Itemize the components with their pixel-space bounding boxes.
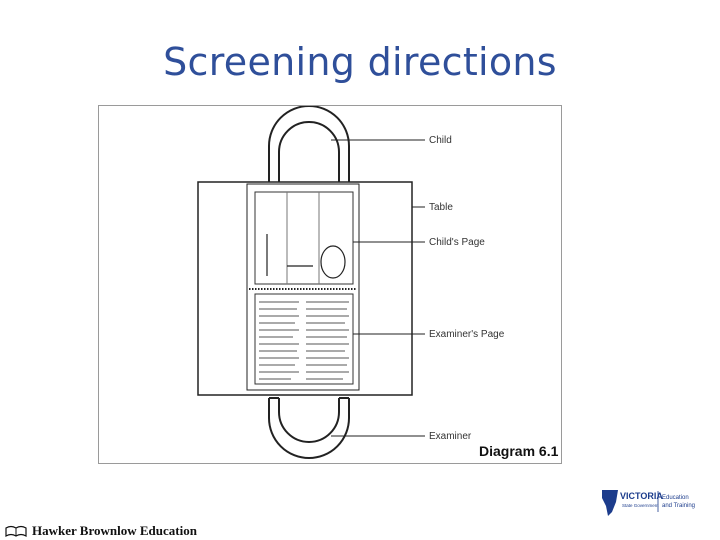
vic-dept-line2: and Training [662,503,695,509]
diagram-caption: Diagram 6.1 [479,443,559,459]
childs-page-panel [254,191,354,285]
label-examiner: Examiner [429,431,472,442]
book-icon [5,525,27,538]
screening-diagram: Child Table Child's Page Examiner's Page… [98,105,562,464]
victoria-map-icon [602,490,618,516]
vic-brand: VICTORIA [620,491,663,501]
publisher-name: Hawker Brownlow Education [32,523,197,538]
label-table: Table [429,202,453,213]
victoria-logo: VICTORIA State Government Education and … [600,488,712,520]
footer-publisher: Hawker Brownlow Education [4,522,197,540]
child-shape [268,106,350,191]
label-examiners-page: Examiner's Page [429,329,505,340]
label-child: Child [429,135,452,146]
examiners-page-panel [254,293,354,385]
vic-sub: State Government [622,503,659,508]
label-childs-page: Child's Page [429,237,485,248]
vic-dept-line1: Education [662,495,689,501]
examiner-shape [268,397,350,459]
slide-title: Screening directions [163,40,557,84]
